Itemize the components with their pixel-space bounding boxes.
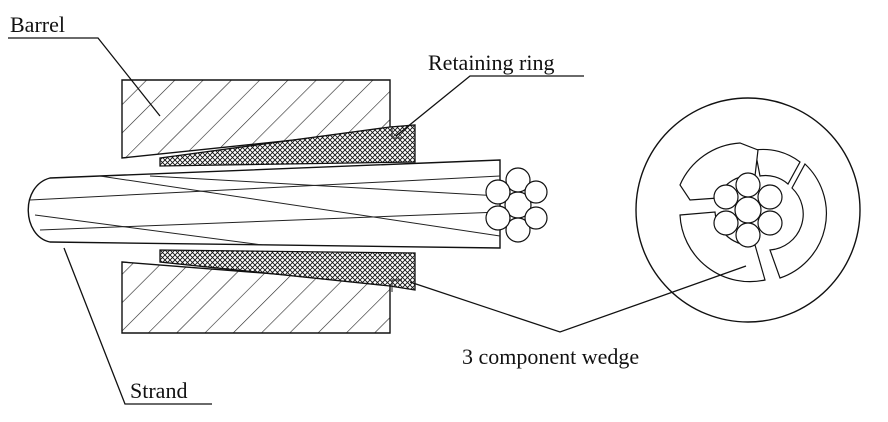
strand-end-view-wires (713, 172, 783, 248)
strand-label: Strand (130, 378, 187, 403)
strand-end-wires (485, 167, 548, 243)
wedge-leader (409, 265, 747, 333)
retaining-ring-mark (391, 126, 402, 292)
barrel-leader (8, 37, 161, 117)
retaining-ring-label: Retaining ring (428, 50, 554, 75)
wedge-lower (159, 249, 416, 291)
strand-leader (63, 247, 212, 405)
barrel-label: Barrel (10, 12, 65, 37)
strand-body (27, 159, 501, 249)
wedge-upper (159, 124, 416, 167)
wedge-label: 3 component wedge (462, 344, 639, 369)
wedge-end-view (679, 142, 827, 283)
retaining-ring-leader (395, 75, 584, 137)
